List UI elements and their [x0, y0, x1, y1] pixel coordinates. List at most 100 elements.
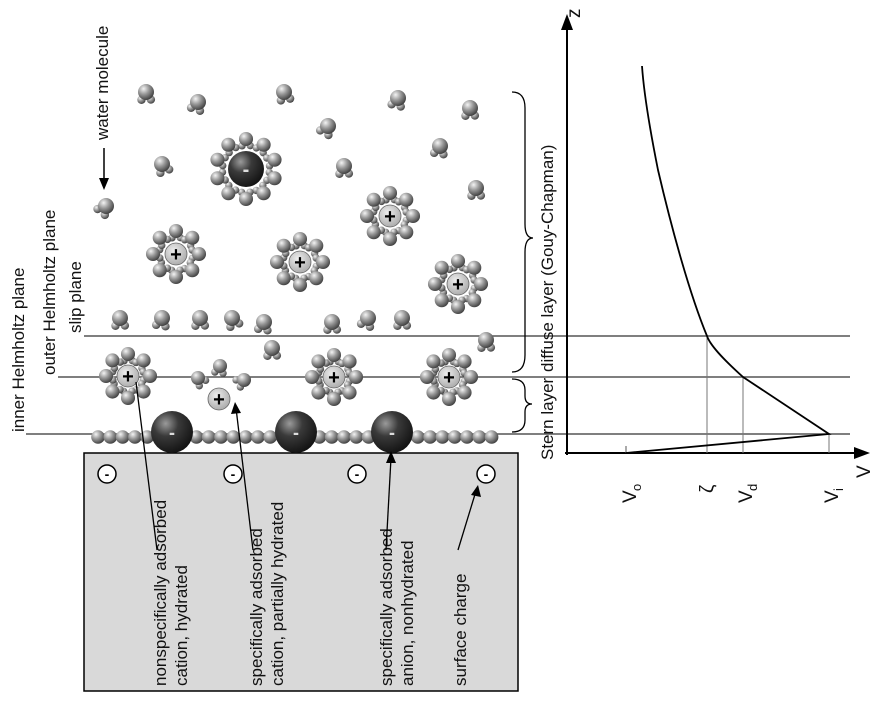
electrode-surface [83, 452, 519, 692]
water-molecule [323, 314, 342, 334]
svg-text:i: i [831, 488, 846, 491]
potential-curve [625, 65, 832, 454]
zeta-label: ζ [697, 484, 718, 493]
water-molecule [292, 274, 308, 293]
oxygen-atom [221, 186, 236, 201]
water-molecule [253, 314, 272, 335]
oxygen-atom [98, 198, 114, 214]
oxygen-atom [311, 354, 326, 369]
specifically-adsorbed-anions: --- [151, 411, 413, 453]
oxygen-atom [441, 347, 457, 363]
oxygen-atom [359, 208, 375, 224]
hydrated-cation: + [269, 231, 331, 293]
hydrated-cation: + [145, 223, 207, 285]
outer-helmholtz-plane-label: outer Helmholtz plane [40, 210, 59, 375]
oxygen-atom [309, 238, 324, 253]
cation-core [164, 242, 188, 266]
water-molecule [402, 208, 421, 224]
water-molecule [338, 354, 357, 373]
oxygen-atom [450, 299, 466, 315]
adsorbed-water-sphere [423, 430, 437, 444]
charge-circle [347, 464, 367, 484]
vi-label: V i [822, 488, 846, 503]
minus-sign: - [231, 466, 236, 482]
water-molecule [105, 380, 124, 399]
water-molecule [93, 198, 114, 220]
adsorbed-water-sphere [435, 430, 450, 444]
water-molecule [304, 238, 324, 258]
specific-anion-arrowhead [386, 451, 396, 463]
surface-charge-pointer [457, 490, 477, 551]
cation-core [116, 364, 140, 388]
water-molecule [326, 347, 342, 366]
adsorbed-water-sphere [460, 430, 474, 444]
water-molecule [252, 137, 271, 157]
adsorbed-water-sphere [349, 430, 364, 444]
water-molecule [276, 266, 296, 286]
specific-anion-pointer [385, 457, 392, 551]
oxygen-atom [154, 156, 170, 172]
surface-charge-symbol: - [97, 464, 117, 484]
oxygen-atom [342, 385, 357, 400]
oxygen-atom [320, 118, 336, 134]
specifically-adsorbed-anion: - [371, 411, 413, 453]
anion-core [228, 151, 264, 187]
oxygen-atom [136, 384, 151, 399]
oxygen-atom [256, 314, 272, 330]
water-molecule [221, 181, 240, 201]
oxygen-atom [467, 260, 482, 275]
water-molecule [462, 260, 482, 280]
plus-sign: + [170, 244, 182, 266]
minus-sign: - [243, 159, 250, 181]
oxygen-atom [154, 310, 170, 326]
oxygen-atom [441, 391, 457, 407]
water-molecule [462, 288, 482, 308]
minus-sign: - [389, 422, 395, 442]
plus-sign: + [452, 274, 464, 296]
oxygen-atom [348, 369, 364, 385]
adsorbed-water-sphere [91, 430, 105, 444]
adsorbed-water-sphere [411, 430, 425, 444]
water-molecule [312, 254, 331, 270]
adsorbed-water-sphere [263, 430, 278, 444]
water-molecule [263, 340, 282, 360]
water-molecule [335, 158, 354, 178]
water-molecule [105, 353, 124, 372]
plus-sign: + [443, 367, 455, 389]
minus-sign: - [169, 422, 175, 442]
svg-text:o: o [629, 484, 644, 491]
water-molecule [470, 276, 489, 292]
charge-circle [476, 464, 496, 484]
water-molecule-label: water molecule [93, 26, 112, 141]
vo-label: V o [620, 484, 644, 503]
surface-charges: ---- [97, 464, 496, 484]
surface-charge-label: surface charge [451, 574, 470, 686]
oxygen-atom [382, 185, 398, 201]
nonspecific-pointer [135, 381, 158, 551]
oxygen-atom [212, 358, 228, 374]
minus-sign: - [484, 466, 489, 482]
water-molecule [441, 388, 457, 407]
oxygen-atom [426, 385, 441, 400]
water-molecule [304, 266, 324, 286]
oxygen-atom [152, 263, 167, 278]
oxygen-atom [405, 208, 421, 224]
plus-sign: + [384, 206, 396, 228]
oxygen-atom [366, 192, 381, 207]
surface-charge-symbol: - [347, 464, 367, 484]
oxygen-atom [190, 370, 206, 386]
oxygen-atom [315, 254, 331, 270]
hydrated-anion: - [210, 131, 282, 207]
oxygen-atom [98, 368, 114, 384]
slip-plane-label: slip plane [66, 261, 85, 333]
water-molecule [426, 381, 445, 400]
cation-core [446, 272, 470, 296]
charge-circle [97, 464, 117, 484]
oxygen-atom [360, 310, 376, 326]
oxygen-atom [462, 100, 478, 116]
minus-sign: - [105, 466, 110, 482]
plus-sign: + [294, 252, 306, 274]
oxygen-atom [304, 369, 320, 385]
water-molecule [137, 84, 156, 104]
oxygen-atom [427, 276, 443, 292]
